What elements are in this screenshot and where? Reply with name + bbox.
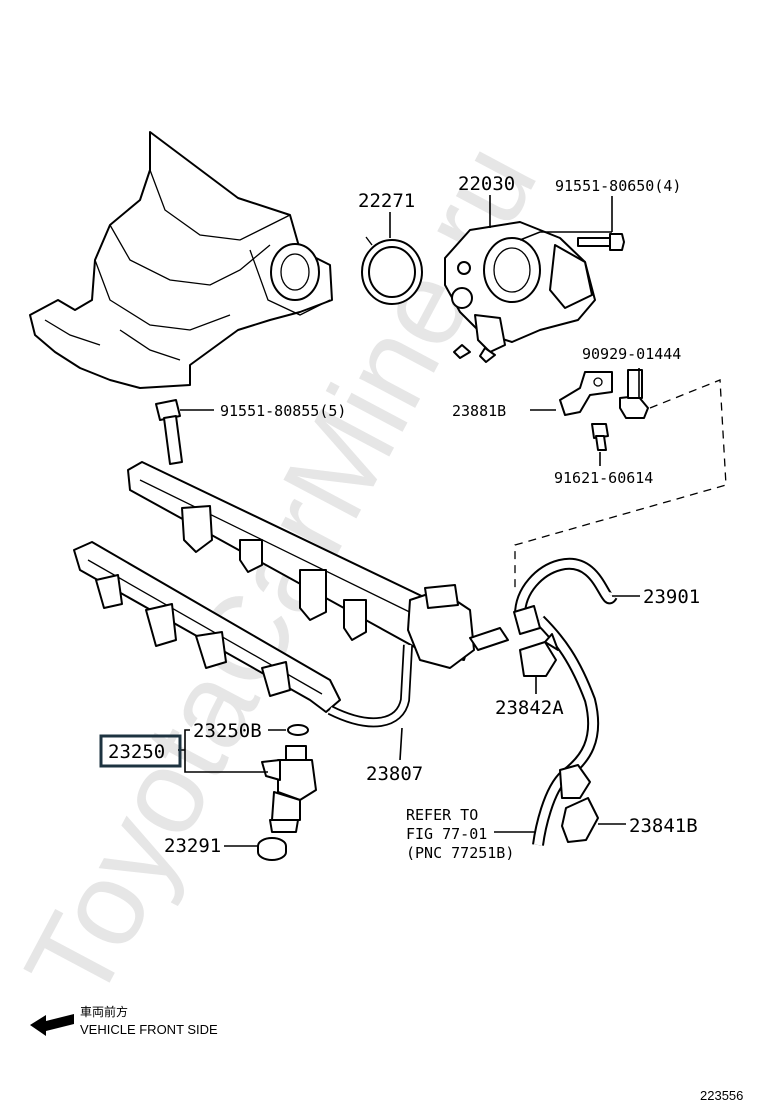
label-23291: 23291 [164, 835, 221, 857]
reference-line-2: FIG 77-01 [406, 825, 487, 843]
o-ring-23250B-illustration [287, 724, 309, 736]
leader-91551-80650-b [519, 231, 612, 241]
leader-23807 [399, 727, 403, 761]
label-22030: 22030 [458, 173, 515, 195]
intake-manifold-illustration [29, 131, 333, 389]
label-91551-80650: 91551-80650(4) [555, 177, 681, 195]
front-direction-arrow-icon [30, 1014, 74, 1036]
bolt-91551-80650-illustration [577, 233, 625, 251]
injector-23250-illustration [261, 745, 317, 833]
hose-fitting [513, 605, 541, 635]
label-23250B: 23250B [193, 720, 262, 742]
connector-23842A-illustration [519, 633, 559, 677]
figure-id: 223556 [700, 1088, 743, 1103]
bracket-23881B-illustration [559, 371, 613, 416]
label-23901: 23901 [643, 586, 700, 608]
label-90929-01444: 90929-01444 [582, 345, 681, 363]
clamp-90929-01444-illustration [619, 369, 649, 419]
label-23807: 23807 [366, 763, 423, 785]
throttle-body-illustration [444, 221, 596, 363]
highlight-box-23250 [99, 734, 182, 768]
connector-23841B-illustration [559, 764, 599, 843]
fuel-tube-23807-illustration [327, 644, 413, 728]
reference-line-3: (PNC 77251B) [406, 844, 514, 862]
gasket-22271-illustration [361, 236, 423, 305]
bolt-91621-60614-illustration [591, 423, 609, 451]
bolt-91551-80855-illustration [155, 399, 183, 465]
direction-label-jp: 車両前方 [80, 1004, 128, 1019]
delivery-pipe-lower-illustration [73, 541, 341, 713]
label-91551-80855: 91551-80855(5) [220, 402, 346, 420]
label-23881B: 23881B [452, 402, 506, 420]
delivery-pipe-upper-illustration [127, 461, 509, 669]
label-23842A: 23842A [495, 697, 564, 719]
label-23250: 23250 [108, 741, 165, 763]
direction-label-en: VEHICLE FRONT SIDE [80, 1022, 218, 1037]
insulator-23291-illustration [257, 837, 287, 861]
label-91621-60614: 91621-60614 [554, 469, 653, 487]
reference-line-1: REFER TO [406, 806, 478, 824]
label-22271: 22271 [358, 190, 415, 212]
label-23841B: 23841B [629, 815, 698, 837]
